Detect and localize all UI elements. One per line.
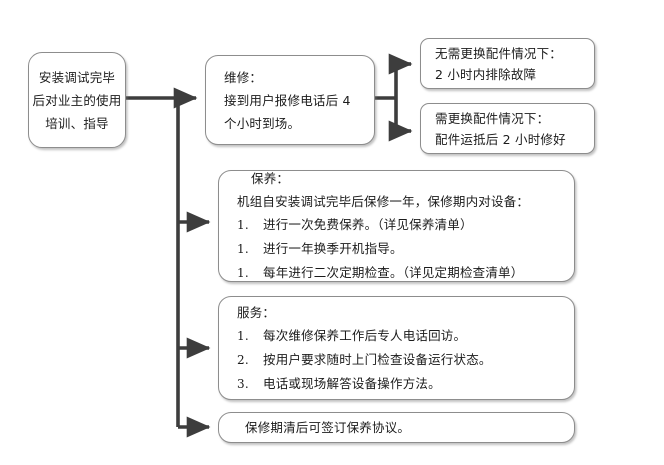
- node-training-line-1: 安装调试完毕: [38, 69, 116, 85]
- node-need-parts-body: 需更换配件情况下： 配件运抵后 2 小时修好: [421, 108, 566, 150]
- node-upkeep-item: 1. 每年进行二次定期检查。（详见定期检查清单）: [237, 261, 529, 285]
- list-text: 进行一次免费保养。（详见保养清单）: [263, 217, 473, 232]
- node-upkeep-body: 保养： 机组自安装调试完毕后保修一年，保修期内对设备： 1. 进行一次免费保养。（…: [219, 167, 529, 285]
- node-training-line-3: 培训、指导: [45, 115, 109, 131]
- node-no-parts-heading: 无需更换配件情况下：: [435, 45, 563, 61]
- node-need-parts-heading: 需更换配件情况下：: [435, 110, 550, 126]
- list-number: 1.: [237, 328, 249, 343]
- node-service-item: 1. 每次维修保养工作后专人电话回访。: [237, 324, 492, 348]
- node-service-item: 3. 电话或现场解答设备操作方法。: [237, 372, 492, 396]
- node-repair-line-2: 个小时到场。: [224, 115, 301, 131]
- node-repair-line-1: 接到用户报修电话后 4: [224, 92, 351, 108]
- node-need-parts-detail: 配件运抵后 2 小时修好: [435, 131, 566, 147]
- node-upkeep-item: 1. 进行一次免费保养。（详见保养清单）: [237, 213, 529, 237]
- node-repair-heading: 维修：: [224, 69, 263, 85]
- node-agreement-text: 保修期清后可签订保养协议。: [245, 419, 411, 435]
- node-upkeep-item: 1. 进行一年换季开机指导。: [237, 237, 529, 261]
- node-service-body: 服务： 1. 每次维修保养工作后专人电话回访。 2. 按用户要求随时上门检查设备运行…: [219, 301, 492, 396]
- node-no-parts-body: 无需更换配件情况下： 2 小时内排除故障: [421, 43, 562, 85]
- list-number: 3.: [237, 376, 249, 391]
- node-service-item: 2. 按用户要求随时上门检查设备运行状态。: [237, 348, 492, 372]
- list-text: 按用户要求随时上门检查设备运行状态。: [263, 351, 492, 367]
- node-service-heading: 服务：: [237, 304, 276, 320]
- node-repair[interactable]: 维修： 接到用户报修电话后 4 个小时到场。: [205, 55, 375, 145]
- list-number: 2.: [237, 352, 249, 367]
- list-text: 每年进行二次定期检查。（详见定期检查清单）: [263, 265, 524, 280]
- node-training[interactable]: 安装调试完毕 后对业主的使用 培训、指导: [28, 52, 126, 148]
- node-training-body: 安装调试完毕 后对业主的使用 培训、指导: [27, 66, 128, 135]
- list-text: 电话或现场解答设备操作方法。: [263, 375, 441, 391]
- node-agreement[interactable]: 保修期清后可签订保养协议。: [218, 412, 575, 443]
- node-upkeep-heading: 保养：: [251, 171, 290, 186]
- node-agreement-body: 保修期清后可签订保养协议。: [219, 417, 410, 439]
- node-no-parts-case[interactable]: 无需更换配件情况下： 2 小时内排除故障: [420, 38, 595, 89]
- node-training-line-2: 后对业主的使用: [32, 92, 122, 108]
- list-text: 每次维修保养工作后专人电话回访。: [263, 327, 467, 343]
- node-service[interactable]: 服务： 1. 每次维修保养工作后专人电话回访。 2. 按用户要求随时上门检查设备运行…: [218, 296, 575, 400]
- node-no-parts-detail: 2 小时内排除故障: [435, 66, 537, 82]
- list-number: 1.: [237, 266, 249, 280]
- node-repair-body: 维修： 接到用户报修电话后 4 个小时到场。: [206, 66, 351, 135]
- node-upkeep[interactable]: 保养： 机组自安装调试完毕后保修一年，保修期内对设备： 1. 进行一次免费保养。（…: [218, 170, 575, 282]
- list-number: 1.: [237, 242, 249, 256]
- node-need-parts-case[interactable]: 需更换配件情况下： 配件运抵后 2 小时修好: [420, 103, 595, 154]
- node-upkeep-intro: 机组自安装调试完毕后保修一年，保修期内对设备：: [237, 194, 530, 209]
- list-number: 1.: [237, 218, 249, 232]
- list-text: 进行一年换季开机指导。: [263, 241, 403, 256]
